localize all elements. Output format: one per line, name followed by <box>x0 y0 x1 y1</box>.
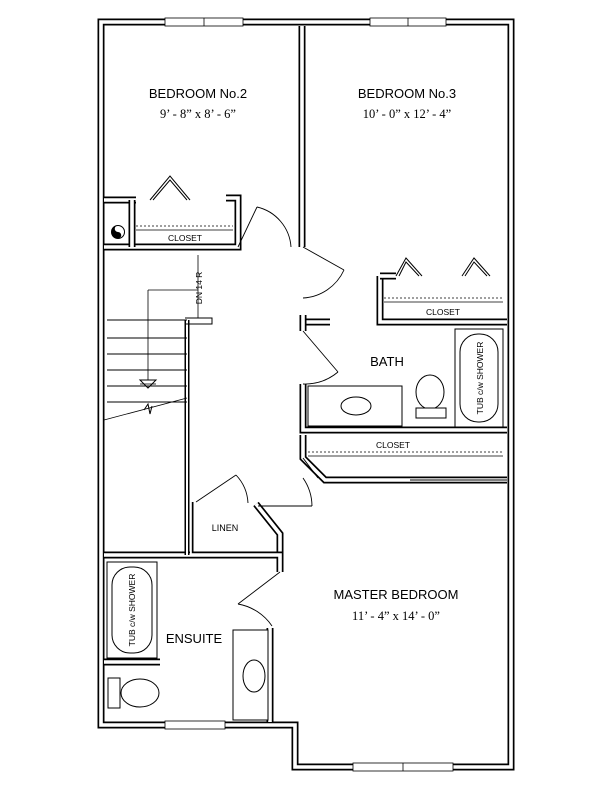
bedroom3-closet-label: CLOSET <box>426 307 460 317</box>
master-dims: 11’ - 4” x 14’ - 0” <box>352 609 440 623</box>
bifold-doors <box>149 175 491 277</box>
ensuite-sink <box>242 659 266 693</box>
bath-tub-label: TUB c/w SHOWER <box>475 342 485 415</box>
bath-tub <box>454 328 504 428</box>
closet-shelves <box>136 225 507 481</box>
bath-name: BATH <box>370 354 404 369</box>
doors <box>195 206 345 627</box>
master-name: MASTER BEDROOM <box>334 587 459 602</box>
bedroom2-closet-label: CLOSET <box>168 233 202 243</box>
windows <box>164 17 454 772</box>
bedroom2-name: BEDROOM No.2 <box>149 86 247 101</box>
hall-closet-label: CLOSET <box>376 440 410 450</box>
bath-toilet <box>415 374 447 419</box>
ensuite-tub-label: TUB c/w SHOWER <box>127 574 137 647</box>
bedroom2-dims: 9’ - 8” x 8’ - 6” <box>160 107 236 121</box>
ensuite-toilet <box>107 677 160 709</box>
linen-name: LINEN <box>212 523 239 533</box>
ensuite-name: ENSUITE <box>166 631 223 646</box>
ensuite-tub <box>106 561 158 659</box>
walls <box>97 18 515 771</box>
labels: BEDROOM No.2 9’ - 8” x 8’ - 6” BEDROOM N… <box>127 86 485 646</box>
staircase <box>103 255 199 421</box>
bedroom3-name: BEDROOM No.3 <box>358 86 456 101</box>
fixtures <box>106 225 504 721</box>
stair-direction-label: DN 14 R <box>194 272 204 305</box>
bath-sink <box>340 396 372 416</box>
furnace-symbol <box>111 225 125 239</box>
bedroom3-dims: 10’ - 0” x 12’ - 4” <box>363 107 451 121</box>
window-ensuite <box>164 720 226 730</box>
